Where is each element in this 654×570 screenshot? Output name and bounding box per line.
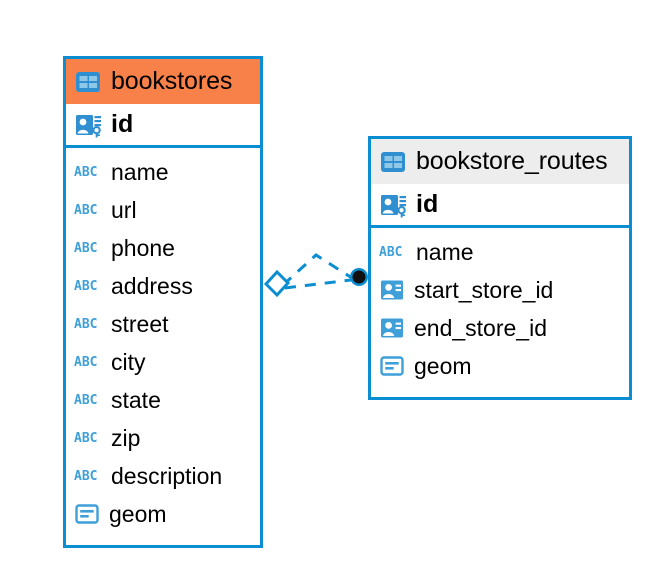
field-label: state	[111, 386, 161, 413]
table-icon	[74, 68, 102, 96]
foreign-key-icon	[379, 315, 405, 341]
field-row[interactable]: ABC description	[66, 457, 260, 495]
abc-text-icon: ABC	[74, 316, 98, 332]
entity-title: bookstores	[111, 67, 233, 95]
field-label: city	[111, 348, 146, 375]
entity-header-bookstore-routes[interactable]: bookstore_routes	[371, 139, 629, 184]
field-row[interactable]: end_store_id	[371, 309, 629, 347]
field-row[interactable]: ABC city	[66, 343, 260, 381]
primary-key-icon	[74, 111, 102, 139]
primary-key-row[interactable]: id	[66, 104, 260, 148]
field-label: geom	[414, 352, 472, 379]
filled-circle-marker	[350, 268, 368, 286]
abc-text-icon: ABC	[74, 392, 98, 408]
relationship-line-lower	[284, 278, 352, 290]
primary-key-label: id	[111, 110, 134, 138]
primary-key-row[interactable]: id	[371, 184, 629, 228]
abc-text-icon: ABC	[74, 430, 98, 446]
field-label: url	[111, 196, 137, 223]
field-row[interactable]: ABC street	[66, 305, 260, 343]
foreign-key-icon	[379, 277, 405, 303]
geometry-icon	[379, 353, 405, 379]
abc-text-icon: ABC	[74, 240, 98, 256]
field-row[interactable]: ABC name	[371, 233, 629, 271]
field-list: ABC name start_store_id	[371, 228, 629, 391]
field-row[interactable]: start_store_id	[371, 271, 629, 309]
field-label: phone	[111, 234, 175, 261]
geometry-icon	[74, 501, 100, 527]
field-label: end_store_id	[414, 314, 547, 341]
field-label: name	[416, 238, 474, 265]
abc-text-icon: ABC	[74, 354, 98, 370]
field-row[interactable]: ABC phone	[66, 229, 260, 267]
field-row[interactable]: ABC url	[66, 191, 260, 229]
field-row[interactable]: geom	[371, 347, 629, 385]
abc-text-icon: ABC	[74, 202, 98, 218]
abc-text-icon: ABC	[74, 278, 98, 294]
entity-title: bookstore_routes	[416, 147, 608, 175]
primary-key-icon	[379, 191, 407, 219]
field-row[interactable]: ABC address	[66, 267, 260, 305]
table-icon	[379, 148, 407, 176]
field-row[interactable]: ABC name	[66, 153, 260, 191]
field-row[interactable]: ABC zip	[66, 419, 260, 457]
field-label: zip	[111, 424, 141, 451]
abc-text-icon: ABC	[74, 164, 98, 180]
field-label: geom	[109, 500, 167, 527]
entity-table-bookstore-routes[interactable]: bookstore_routes id ABC	[368, 136, 632, 400]
field-label: start_store_id	[414, 276, 554, 303]
field-label: description	[111, 462, 223, 489]
field-label: street	[111, 310, 169, 337]
primary-key-label: id	[416, 190, 439, 218]
open-diamond-marker	[263, 269, 291, 298]
field-row[interactable]: ABC state	[66, 381, 260, 419]
entity-table-bookstores[interactable]: bookstores id ABC	[63, 56, 263, 548]
field-label: address	[111, 272, 193, 299]
entity-header-bookstores[interactable]: bookstores	[66, 59, 260, 104]
relationship-line-upper	[281, 253, 353, 287]
field-row[interactable]: geom	[66, 495, 260, 533]
field-label: name	[111, 158, 169, 185]
abc-text-icon: ABC	[74, 468, 98, 484]
field-list: ABC name ABC url ABC phone ABC address A…	[66, 148, 260, 539]
abc-text-icon: ABC	[379, 244, 403, 260]
